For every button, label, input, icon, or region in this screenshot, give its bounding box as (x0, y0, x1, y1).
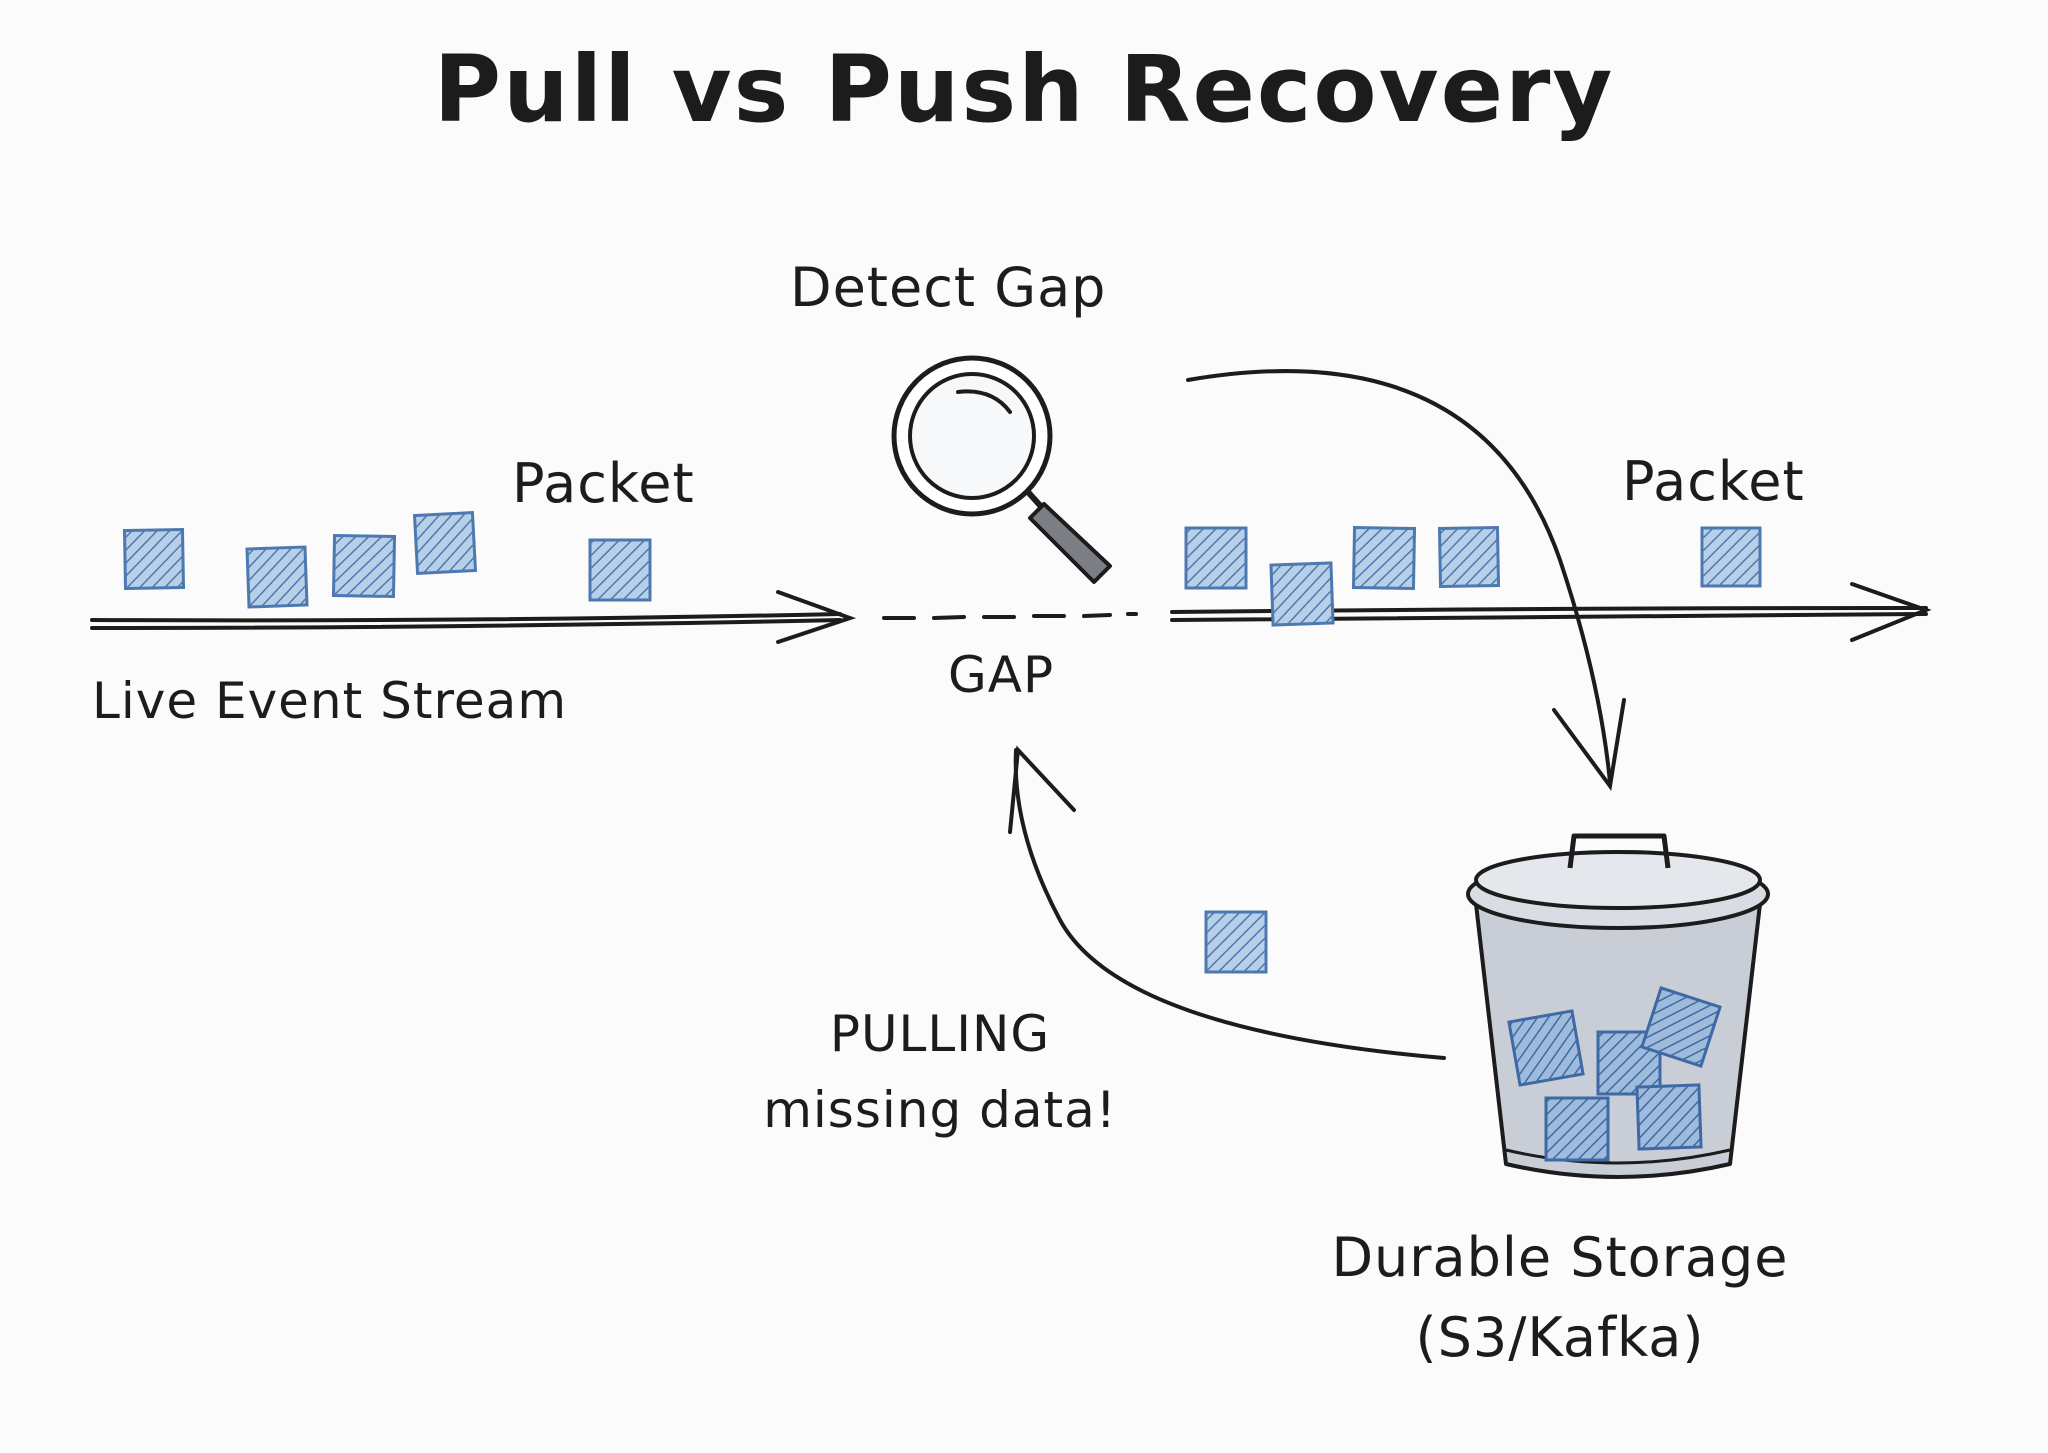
pulling-missing-data-label: PULLING missing data! (763, 1005, 1117, 1139)
magnifying-glass-icon (891, 355, 1112, 584)
pull-arrow-to-gap (1008, 745, 1446, 1060)
stored-packet (1640, 986, 1722, 1068)
packet (588, 538, 652, 602)
packet (412, 510, 478, 576)
detect-gap-label: Detect Gap (790, 256, 1107, 319)
storage-bucket-icon (1466, 833, 1770, 1179)
left-stream-arrow (90, 590, 857, 644)
packet (1351, 525, 1417, 591)
stored-packet (1544, 1096, 1610, 1162)
packet-label-right: Packet (1622, 450, 1805, 513)
live-event-stream-label: Live Event Stream (92, 672, 568, 730)
packet (245, 545, 309, 609)
packet (1184, 526, 1248, 590)
right-packets (1184, 525, 1762, 627)
packet (1437, 525, 1501, 589)
page-title: Pull vs Push Recovery (433, 36, 1615, 143)
in-flight-packet (1204, 910, 1268, 974)
packet (122, 527, 186, 591)
push-arrow-to-storage (1186, 369, 1626, 792)
gap-dashed-line (882, 612, 1138, 620)
packet (1700, 526, 1762, 588)
packet (331, 533, 397, 599)
left-packets (122, 510, 652, 609)
packet (1269, 561, 1335, 627)
durable-storage-label: Durable Storage (S3/Kafka) (1331, 1226, 1789, 1369)
packet-label-left: Packet (512, 452, 695, 515)
stored-packet (1507, 1009, 1585, 1087)
gap-label: GAP (948, 646, 1055, 704)
stored-packet (1635, 1083, 1703, 1151)
